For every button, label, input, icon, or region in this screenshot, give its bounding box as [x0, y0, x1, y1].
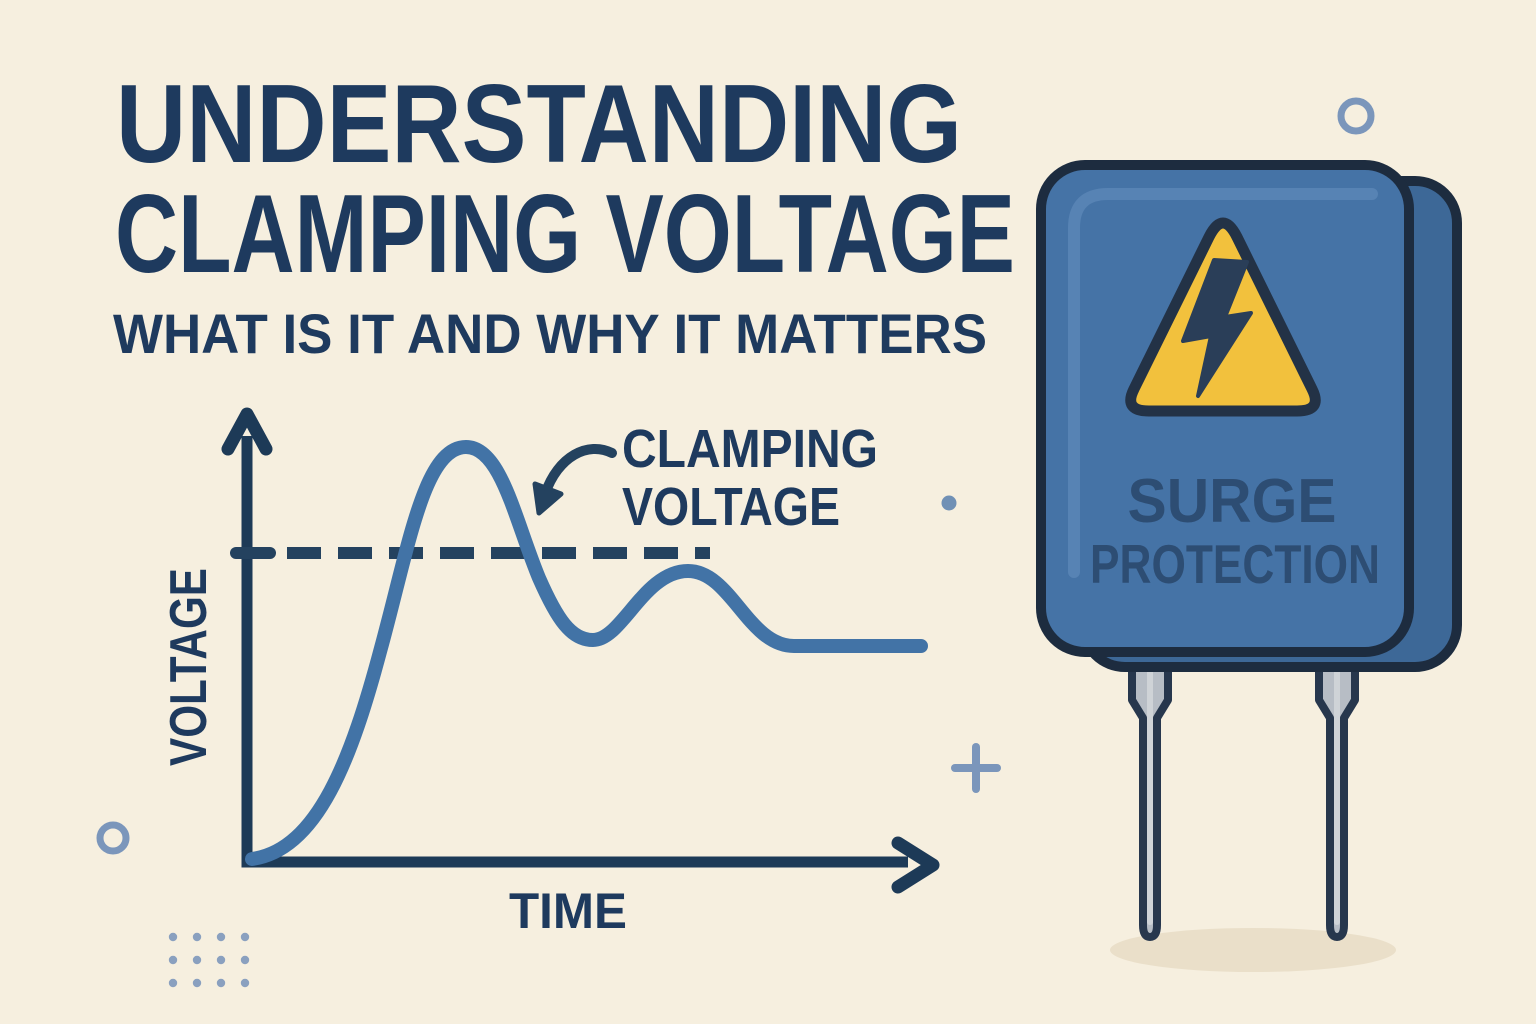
voltage-curve [245, 440, 928, 866]
clamping-annotation-line1: CLAMPING [622, 419, 878, 479]
dot-icon [941, 495, 957, 511]
curved-arrow-head-icon [532, 481, 564, 516]
device-bevel-highlight [1068, 188, 1378, 578]
curved-arrow-icon [540, 444, 617, 499]
lightning-bolt-icon [1181, 258, 1253, 398]
device-label-line1: SURGE [1128, 467, 1337, 536]
surge-protector-illustration: SURGE PROTECTION [1036, 160, 1462, 972]
subtitle: WHAT IS IT AND WHY IT MATTERS [113, 302, 987, 365]
plus-icon [951, 743, 1001, 793]
clamping-annotation-line2: VOLTAGE [622, 477, 840, 537]
title-line1: UNDERSTANDING [116, 62, 962, 186]
device-shadow [1110, 928, 1396, 972]
title-line2: CLAMPING VOLTAGE [115, 172, 1015, 296]
dots-grid-icon [168, 932, 250, 988]
y-axis-arrowhead-icon [221, 407, 273, 456]
x-axis-label: TIME [509, 883, 627, 939]
voltage-time-chart: VOLTAGE TIME CLAMPING VOLTAGE [160, 407, 940, 939]
device-pin-highlights [1147, 665, 1340, 925]
device-label-line2: PROTECTION [1090, 533, 1380, 595]
circle-outline-icon [96, 821, 130, 855]
circle-outline-icon [1337, 97, 1375, 135]
x-axis-arrowhead-icon [891, 836, 940, 894]
y-axis-label: VOLTAGE [160, 568, 218, 766]
